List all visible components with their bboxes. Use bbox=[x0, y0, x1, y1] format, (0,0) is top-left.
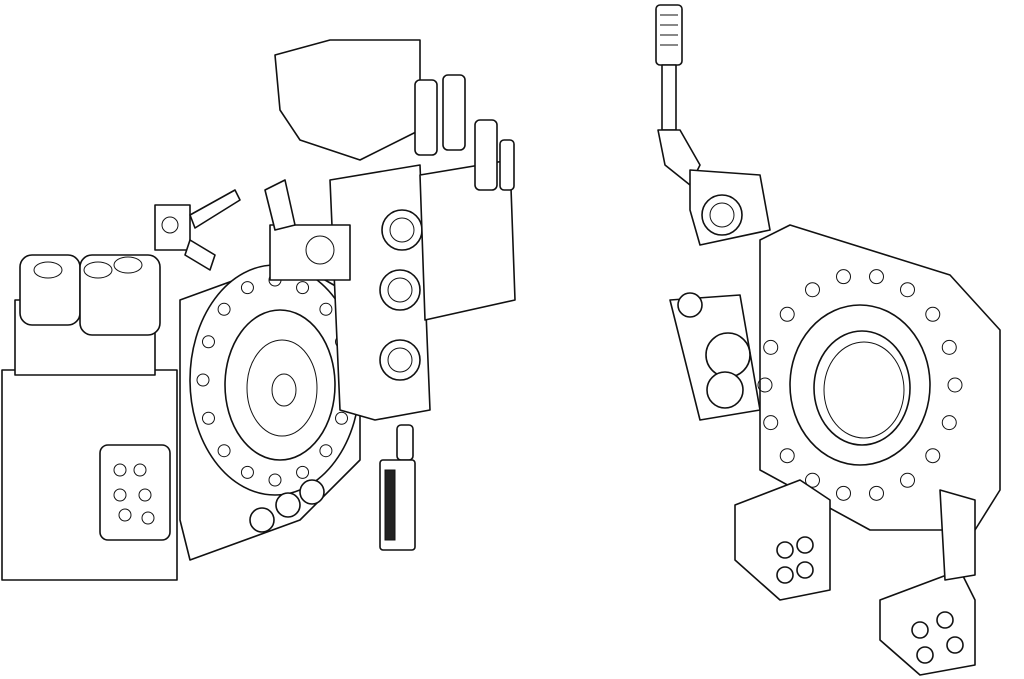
bolt-hole bbox=[779, 306, 795, 322]
cable-connector bbox=[655, 4, 771, 246]
electrical-module bbox=[264, 39, 516, 421]
bolt-hole bbox=[217, 302, 231, 316]
sensor bbox=[379, 424, 416, 551]
bolt-hole bbox=[335, 411, 349, 425]
mounting-brackets bbox=[734, 479, 976, 676]
fitting-top bbox=[154, 189, 241, 271]
bolt-hole bbox=[941, 339, 957, 355]
bolt-hole bbox=[240, 281, 254, 295]
bolt-hole bbox=[868, 485, 884, 501]
bolt-hole bbox=[201, 411, 215, 425]
bolt-hole bbox=[240, 465, 254, 479]
bolt-hole bbox=[805, 472, 820, 488]
bolt-hole bbox=[836, 269, 852, 285]
bolt-hole bbox=[941, 415, 957, 431]
bolt-hole bbox=[196, 373, 210, 387]
bolt-hole bbox=[201, 335, 215, 349]
bolt-hole bbox=[296, 465, 310, 479]
bolt-hole bbox=[319, 444, 333, 458]
bolt-hole bbox=[217, 444, 231, 458]
right-assembly bbox=[655, 4, 1001, 676]
left-assembly bbox=[1, 39, 516, 581]
bolt-hole bbox=[779, 448, 795, 464]
bolt-hole bbox=[925, 448, 941, 464]
bolt-hole bbox=[757, 377, 773, 393]
bolt-hole bbox=[319, 302, 333, 316]
signal-module bbox=[669, 292, 761, 421]
bolt-hole bbox=[296, 281, 310, 295]
valve-block bbox=[1, 254, 178, 581]
bolt-hole bbox=[925, 306, 941, 322]
bolt-hole bbox=[947, 377, 963, 393]
bolt-hole bbox=[900, 282, 915, 298]
bolt-hole bbox=[836, 485, 852, 501]
bolt-hole bbox=[268, 473, 282, 487]
bolt-hole bbox=[805, 282, 820, 298]
bolt-hole bbox=[763, 415, 779, 431]
bolt-hole bbox=[868, 269, 884, 285]
master-plate bbox=[757, 224, 1001, 531]
bolt-hole bbox=[900, 472, 915, 488]
connectors-bottom bbox=[249, 479, 325, 533]
bolt-hole bbox=[763, 339, 779, 355]
